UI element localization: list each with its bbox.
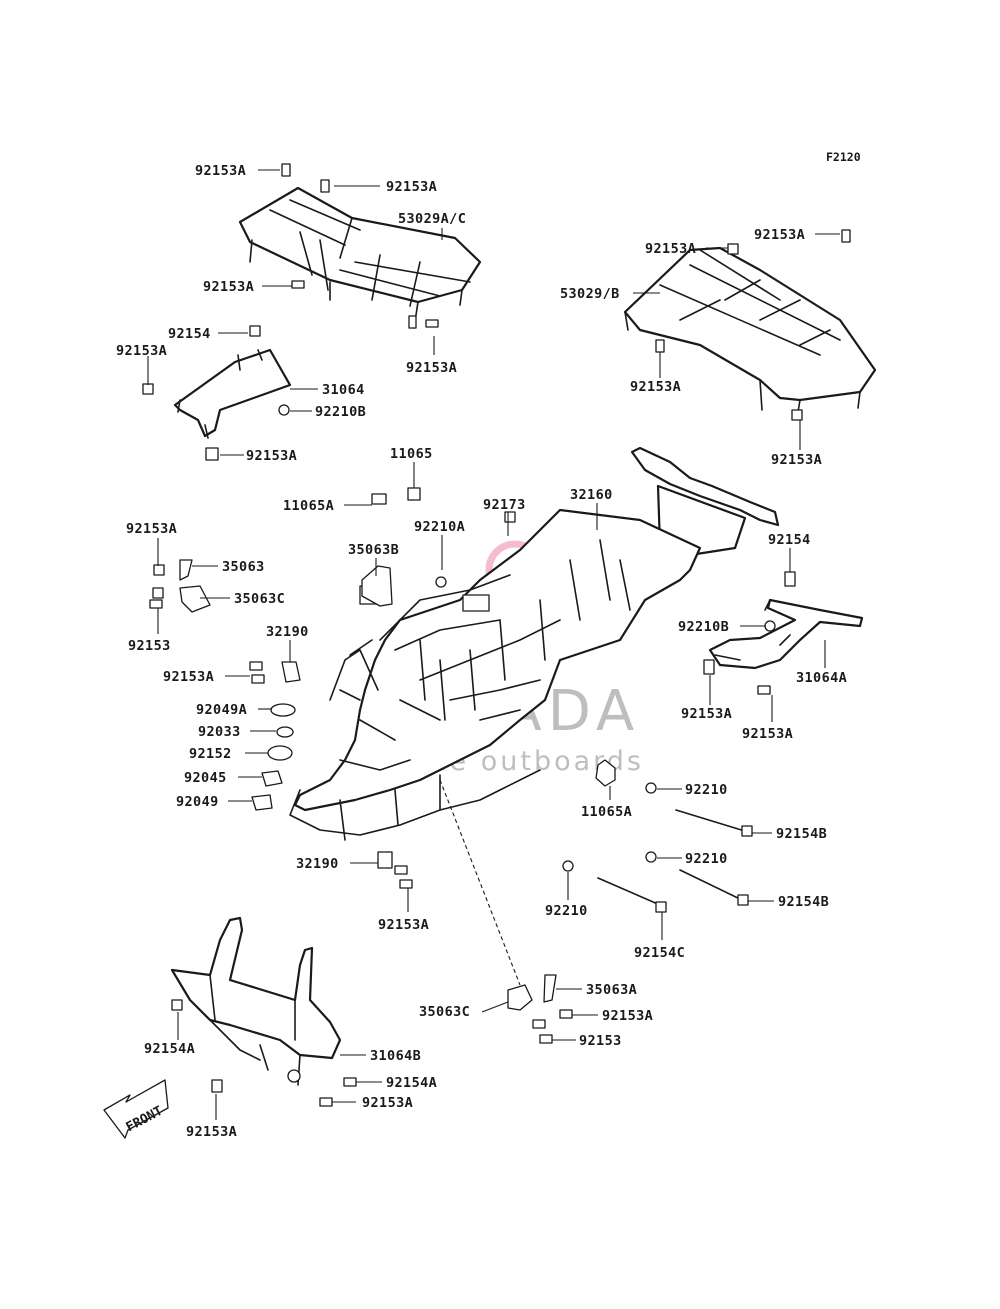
left-small-parts [149, 559, 393, 811]
part-label: 92210 [545, 903, 588, 919]
part-label: 31064 [322, 382, 365, 398]
part-label: 92153A [630, 379, 681, 395]
part-label: 92153A [406, 360, 457, 376]
bracket-31064 [142, 325, 292, 461]
part-labels: 92153A 92153A 53029A/C 92153A 92153A 921… [116, 163, 847, 1140]
part-label: 53029A/C [398, 211, 466, 227]
part-label: 11065A [581, 804, 632, 820]
part-label: 92210B [678, 619, 729, 635]
part-label: 92049A [196, 702, 247, 718]
part-label: 92153A [116, 343, 167, 359]
part-label: 35063 [222, 559, 265, 575]
part-label: 92153A [246, 448, 297, 464]
part-label: 31064B [370, 1048, 421, 1064]
part-label: 92154A [144, 1041, 195, 1057]
main-frame [289, 446, 780, 889]
front-carrier [623, 229, 877, 421]
diagram-reference-code: F2120 [826, 150, 861, 164]
part-label: 31064A [796, 670, 847, 686]
part-label: 92154A [386, 1075, 437, 1091]
part-label: 11065A [283, 498, 334, 514]
part-label: 92153 [128, 638, 171, 654]
part-label: 92210 [685, 851, 728, 867]
part-label: 92154B [776, 826, 827, 842]
part-label: 32190 [266, 624, 309, 640]
leader-lines [147, 169, 840, 1120]
rear-carrier [238, 163, 482, 329]
part-label: 92153A [386, 179, 437, 195]
part-label: 92049 [176, 794, 219, 810]
part-label: 92153A [645, 241, 696, 257]
part-label: 92153A [163, 669, 214, 685]
part-label: 35063A [586, 982, 637, 998]
part-label: 92210B [315, 404, 366, 420]
part-label: 11065 [390, 446, 433, 462]
part-label: 92033 [198, 724, 241, 740]
part-label: 35063B [348, 542, 399, 558]
part-label: 92210A [414, 519, 465, 535]
part-label: 92153A [195, 163, 246, 179]
part-label: 92152 [189, 746, 232, 762]
part-label: 92153A [602, 1008, 653, 1024]
part-label: 92153A [754, 227, 805, 243]
part-label: 92173 [483, 497, 526, 513]
front-bumper [170, 916, 357, 1107]
part-label: 53029/B [560, 286, 620, 302]
part-label: 92153A [203, 279, 254, 295]
bottom-brackets [439, 779, 573, 1044]
part-label: 92153A [126, 521, 177, 537]
part-label: 92153A [681, 706, 732, 722]
part-label: 92210 [685, 782, 728, 798]
part-label: 92153A [362, 1095, 413, 1111]
part-label: 35063C [419, 1004, 470, 1020]
part-label: 92154B [778, 894, 829, 910]
part-label: 35063C [234, 591, 285, 607]
part-label: 92153A [378, 917, 429, 933]
rods [562, 782, 753, 913]
bracket-31064a [703, 571, 864, 695]
front-direction-arrow: FRONT [103, 1079, 169, 1139]
part-label: 92153A [186, 1124, 237, 1140]
part-label: 92153A [742, 726, 793, 742]
part-label: 92153 [579, 1033, 622, 1049]
part-label: 92045 [184, 770, 227, 786]
part-label: 92153A [771, 452, 822, 468]
part-label: 92154C [634, 945, 685, 961]
part-label: 92154 [168, 326, 211, 342]
part-label: 32190 [296, 856, 339, 872]
part-label: 32160 [570, 487, 613, 503]
part-label: 92154 [768, 532, 811, 548]
